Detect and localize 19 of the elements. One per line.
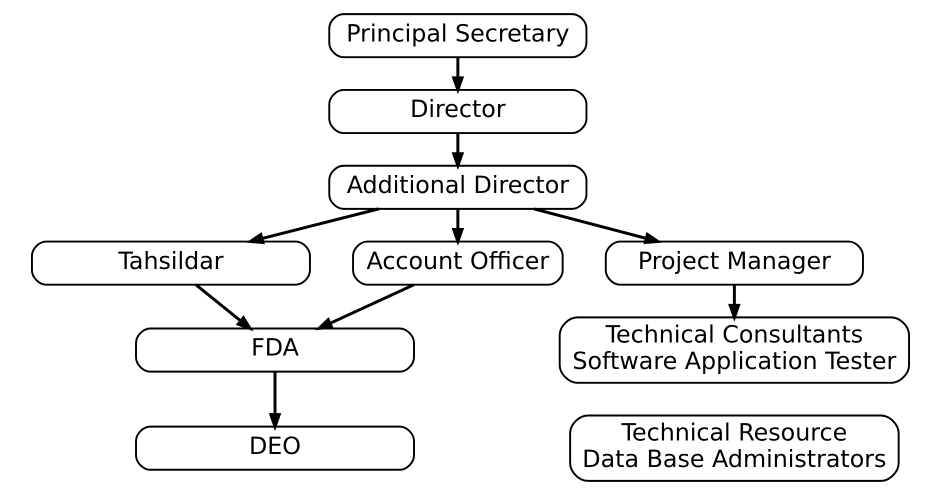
node-box: DEO [134,426,414,471]
arrow [314,283,414,330]
arrow [533,207,662,244]
node-box: Project Manager [604,240,864,286]
arrow [728,284,740,322]
node-box: Additional Director [328,164,587,210]
node-box: Account Officer [352,240,564,286]
node-box: FDA [134,328,414,373]
arrow [451,133,464,170]
node-box: Technical Resource Data Base Administrators [568,414,900,482]
node-box: Technical Consultants Software Application Tester [558,316,910,384]
arrow [245,207,379,244]
node-box: Tahsildar [30,240,310,286]
arrow [194,284,254,332]
arrow [268,372,281,432]
node-box: Principal Secretary [328,13,587,58]
arrow [451,57,464,94]
node-box: Director [328,88,587,134]
arrow [451,209,464,246]
